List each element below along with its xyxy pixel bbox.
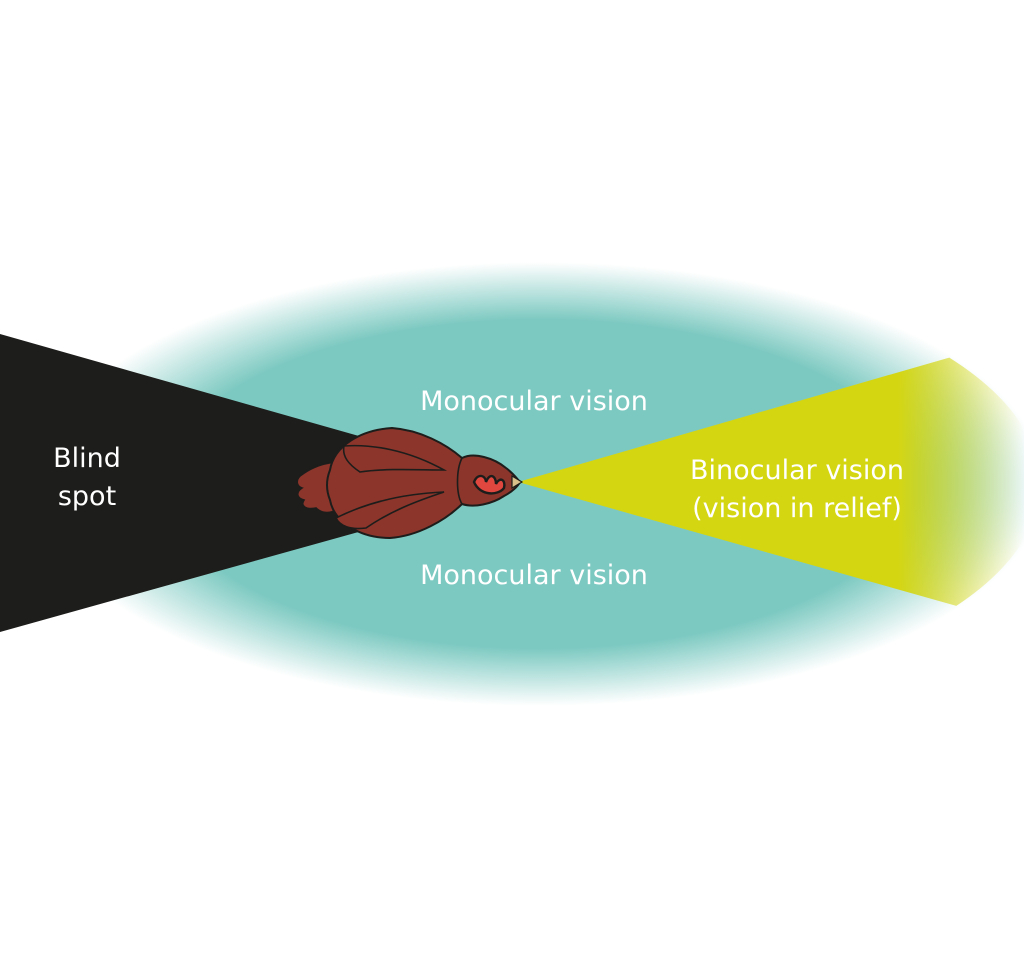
bird-top-view-icon xyxy=(296,426,524,540)
blind-spot-label-line2: spot xyxy=(58,481,116,512)
blind-spot-label-line1: Blind xyxy=(53,443,121,474)
binocular-vision-label-line2: (vision in relief) xyxy=(692,493,902,524)
binocular-field xyxy=(518,336,1024,625)
binocular-vision-label-line1: Binocular vision xyxy=(690,455,904,486)
blind-spot-field xyxy=(0,334,380,632)
monocular-vision-bottom-label: Monocular vision xyxy=(420,560,648,591)
monocular-vision-top-label: Monocular vision xyxy=(420,386,648,417)
